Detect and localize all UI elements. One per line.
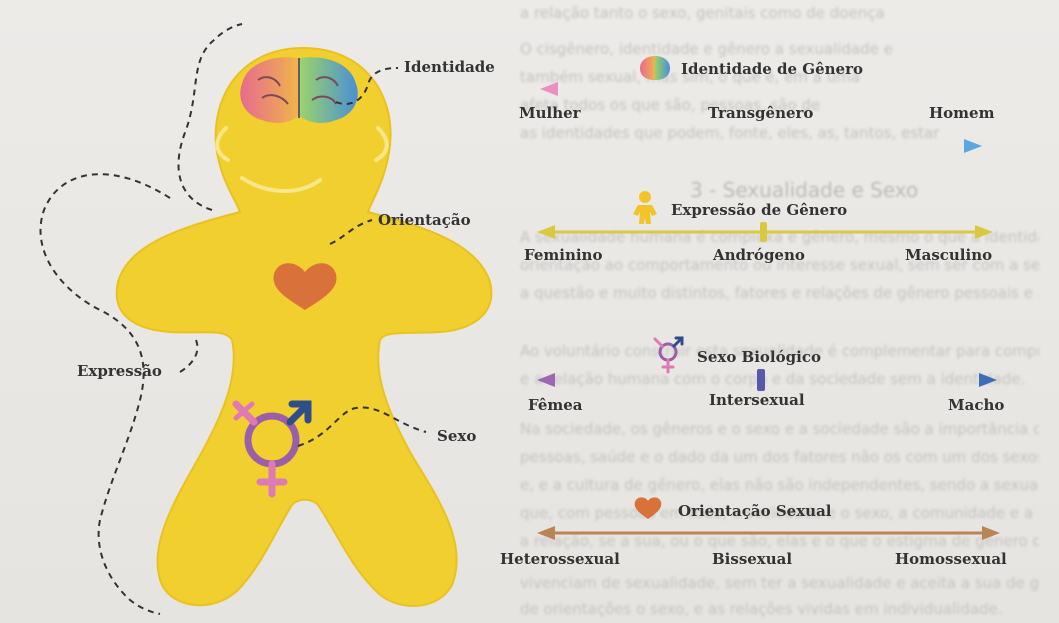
identidade-label: Identidade: [404, 58, 495, 76]
brain-icon: [240, 57, 358, 123]
identidade-right-label: Homem: [929, 104, 994, 122]
sexo-spectrum: [537, 369, 997, 391]
identidade-title: Identidade de Gênero: [681, 60, 863, 78]
sexo-label: Sexo: [437, 427, 476, 445]
expressao-label: Expressão: [77, 362, 162, 380]
sexo-left-label: Fêmea: [528, 396, 583, 414]
orientacao-label: Orientação: [378, 211, 471, 229]
expressao-right-label: Masculino: [905, 246, 992, 264]
small-heart-icon: [635, 497, 662, 519]
sexo-middle-label: Intersexual: [709, 391, 805, 409]
expressao-spectrum: [537, 222, 993, 242]
identidade-left-label: Mulher: [519, 104, 581, 122]
orientacao-spectrum: [537, 526, 1000, 540]
small-brain-icon: [640, 56, 670, 80]
orientacao-right-label: Homossexual: [895, 550, 1007, 568]
expressao-callout-right: [180, 340, 197, 372]
gingerbread-person: [117, 48, 492, 606]
identidade-middle-label: Transgênero: [708, 104, 813, 122]
person-icon: [633, 191, 657, 224]
expressao-title: Expressão de Gênero: [671, 201, 847, 219]
small-transgender-icon: [655, 338, 682, 372]
sexo-title: Sexo Biológico: [697, 348, 821, 366]
orientacao-middle-label: Bissexual: [712, 550, 792, 568]
expressao-middle-label: Andrógeno: [713, 246, 805, 264]
orientacao-left-label: Heterossexual: [500, 550, 620, 568]
expressao-left-label: Feminino: [524, 246, 602, 264]
orientacao-title: Orientação Sexual: [678, 502, 832, 520]
sexo-right-label: Macho: [948, 396, 1004, 414]
